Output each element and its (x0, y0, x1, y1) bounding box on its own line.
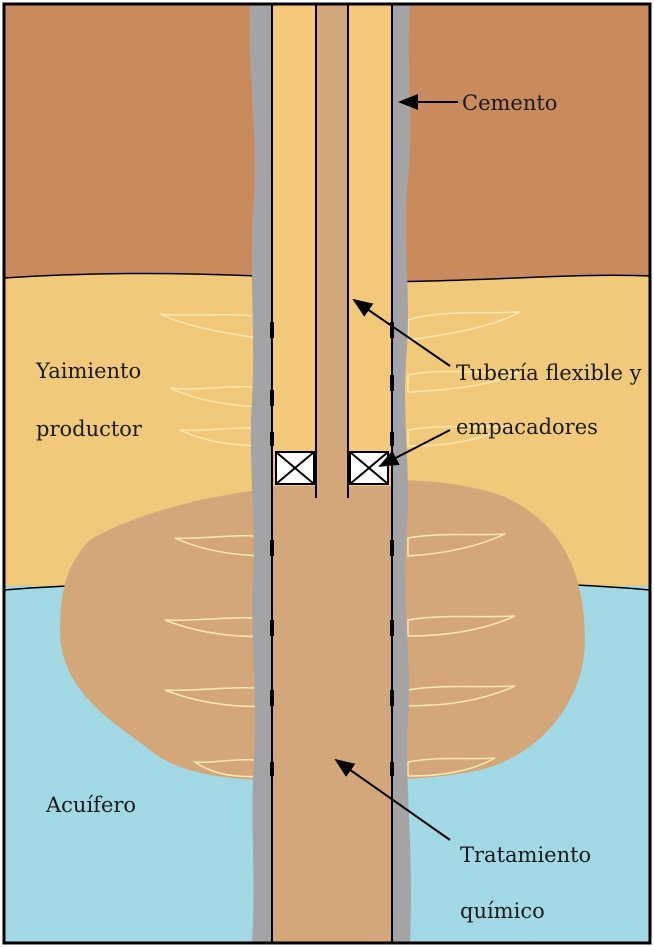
label-treatment-line1: Tratamiento (460, 843, 591, 867)
treated-annulus (272, 486, 392, 943)
label-reservoir-line2: productor (36, 417, 143, 441)
label-tubing-line2: empacadores (456, 415, 598, 439)
label-treatment-line2: químico (460, 899, 545, 923)
flexible-tubing (316, 4, 348, 498)
label-reservoir-line1: Yaimiento (35, 359, 141, 383)
packer-right (350, 452, 388, 484)
label-cement: Cemento (462, 91, 557, 115)
packer-left (276, 452, 314, 484)
label-aquifer: Acuífero (45, 793, 136, 817)
label-tubing-line1: Tubería flexible y (456, 361, 642, 385)
